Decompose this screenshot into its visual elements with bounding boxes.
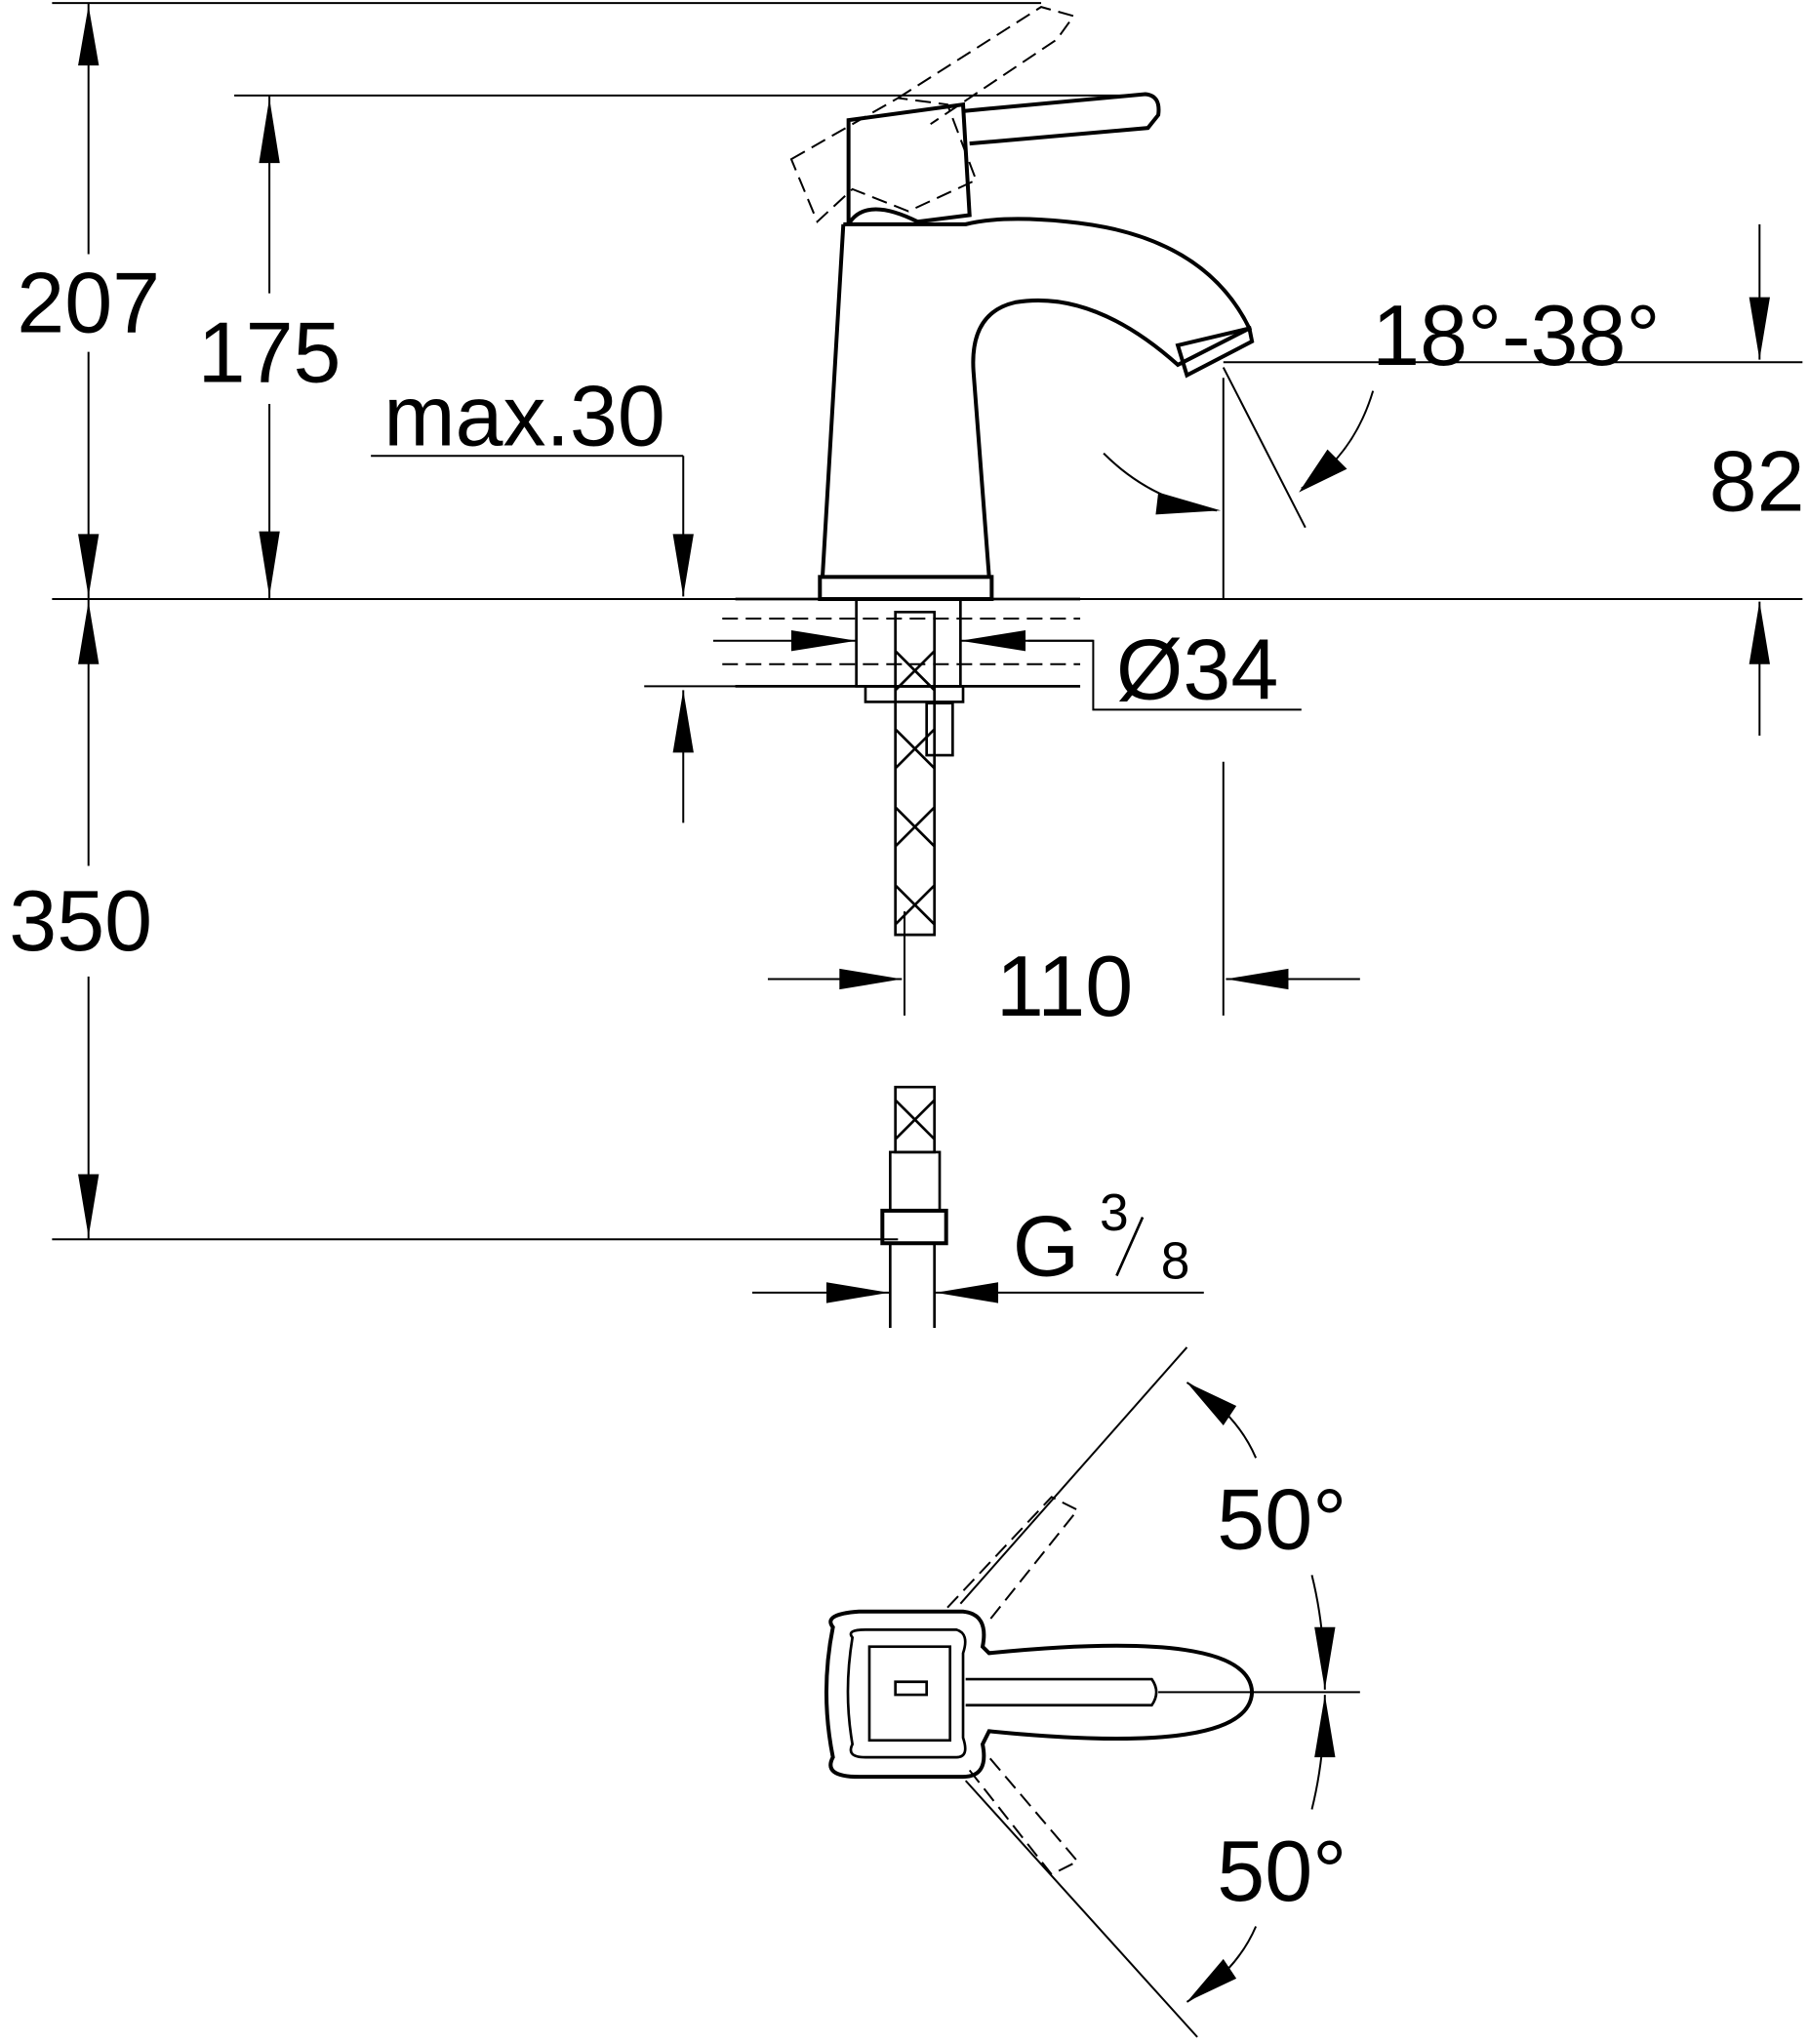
diameter-34-label: Ø34 (1116, 621, 1278, 718)
dimension-82-label: 82 (1709, 432, 1805, 529)
dimension-207: 207 (17, 3, 160, 600)
dimension-g38: G 3 8 (751, 1184, 1204, 1303)
dimension-175-label: 175 (198, 303, 342, 400)
dimension-82: 82 (1709, 223, 1805, 737)
dimension-diameter-34: Ø34 (712, 621, 1302, 718)
dimension-spray-angle: 18°-38° (1103, 287, 1661, 529)
faucet-side-view (722, 6, 1255, 1328)
reference-lines (52, 2, 1803, 1241)
dimension-110: 110 (767, 938, 1360, 1034)
faucet-plan-view: 50° 50° (824, 1346, 1360, 2038)
dimension-110-label: 110 (996, 938, 1133, 1034)
rotation-left-label: 50° (1217, 1471, 1347, 1568)
dimension-max30-label: max.30 (383, 368, 665, 464)
connection-numerator: 3 (1100, 1184, 1129, 1242)
connection-prefix-label: G (1013, 1198, 1079, 1295)
spray-angle-label: 18°-38° (1372, 287, 1661, 383)
dimension-350: 350 (9, 599, 152, 1240)
connection-denominator: 8 (1161, 1232, 1190, 1290)
dimension-207-label: 207 (17, 255, 160, 351)
rotation-right-label: 50° (1217, 1823, 1347, 1919)
dimension-350-label: 350 (9, 872, 152, 969)
dimension-max30: max.30 (371, 368, 782, 823)
dimension-175: 175 (198, 95, 342, 600)
